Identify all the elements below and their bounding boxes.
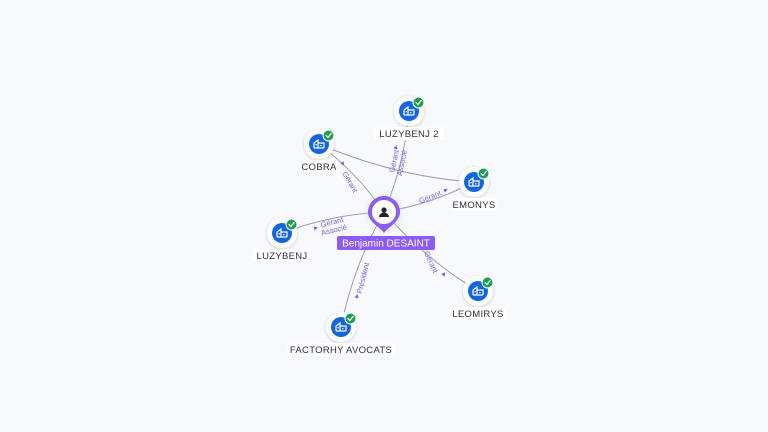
company-node-luzybenj[interactable]: LUZYBENJ bbox=[253, 218, 311, 262]
company-node-leomirys[interactable]: LEOMIRYS bbox=[449, 276, 507, 320]
nodes-layer: LUZYBENJ 2 COBRA EMONYS LUZYBENJ LEOMIRYS FAC… bbox=[253, 96, 507, 356]
edge-label-leomirys: Gérant bbox=[422, 250, 440, 275]
edge-label-cobra: Gérant bbox=[340, 170, 360, 195]
company-label: LUZYBENJ bbox=[257, 251, 308, 262]
edge-label-emonys: Gérant bbox=[418, 188, 443, 205]
company-label-bg bbox=[449, 307, 507, 320]
company-label-bg bbox=[299, 160, 339, 173]
arrow-icon bbox=[313, 226, 318, 231]
company-label-bg bbox=[287, 343, 395, 356]
company-label: COBRA bbox=[301, 162, 337, 173]
person-label-bg bbox=[337, 236, 435, 250]
role-label: Gérant bbox=[422, 250, 440, 275]
arrow-icon bbox=[393, 145, 398, 150]
check-badge-icon bbox=[477, 167, 490, 180]
role-label: Président bbox=[355, 261, 372, 295]
arrow-icon bbox=[340, 161, 344, 166]
edge-label-factorhy: Président bbox=[355, 261, 372, 295]
arrow-icon bbox=[441, 272, 446, 277]
edge-cobra-emonys bbox=[318, 143, 475, 183]
user-icon bbox=[379, 207, 389, 217]
person-node[interactable]: Benjamin DESAINT bbox=[337, 189, 435, 250]
company-label: FACTORHY AVOCATS bbox=[290, 345, 392, 356]
arrow-icon bbox=[443, 188, 448, 193]
company-label-bg bbox=[374, 127, 444, 140]
check-badge-icon bbox=[481, 276, 494, 289]
company-label-bg bbox=[253, 249, 311, 262]
company-label: LUZYBENJ 2 bbox=[379, 129, 439, 140]
role-label: Gérant bbox=[340, 170, 360, 195]
check-badge-icon bbox=[285, 218, 298, 231]
person-name: Benjamin DESAINT bbox=[342, 239, 430, 250]
arrow-icon bbox=[354, 294, 359, 299]
company-label-bg bbox=[451, 198, 497, 211]
company-node-emonys[interactable]: EMONYS bbox=[451, 167, 497, 211]
company-node-factorhy[interactable]: FACTORHY AVOCATS bbox=[287, 312, 395, 356]
company-label: LEOMIRYS bbox=[452, 309, 503, 320]
company-node-luzybenj2[interactable]: LUZYBENJ 2 bbox=[374, 96, 444, 140]
check-badge-icon bbox=[344, 312, 357, 325]
company-label: EMONYS bbox=[453, 200, 496, 211]
check-badge-icon bbox=[412, 96, 425, 109]
check-badge-icon bbox=[322, 129, 335, 142]
role-label: Gérant bbox=[418, 188, 443, 205]
company-node-cobra[interactable]: COBRA bbox=[299, 129, 339, 173]
